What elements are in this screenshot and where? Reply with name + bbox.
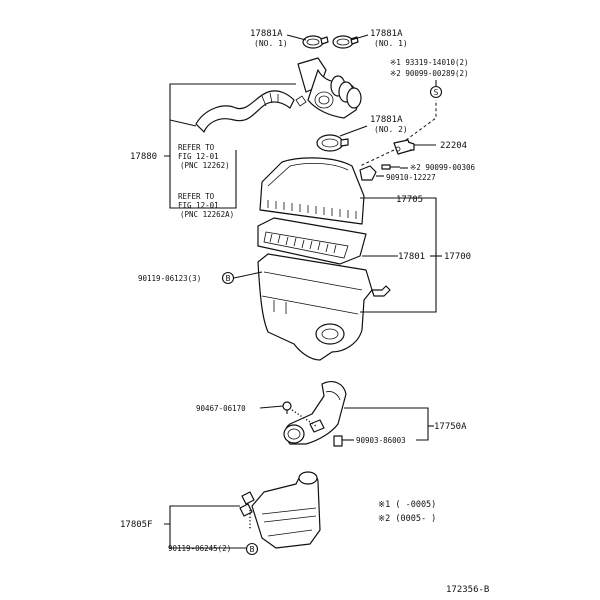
label-refer-2a: REFER TO (178, 192, 215, 201)
svg-text:S: S (434, 88, 439, 97)
bracket-17880-mid (169, 119, 197, 127)
grommet-part (333, 435, 343, 447)
label-refer-2b: FIG 12-01 (178, 201, 219, 210)
label-hose-assy: 17880 (130, 152, 157, 162)
label-grommet: 90903-86003 (356, 436, 406, 445)
label-clamp-b-no: (NO. 2) (374, 125, 408, 134)
svg-text:B: B (250, 545, 255, 554)
label-note-1: ※1 ( -0005) (378, 500, 436, 510)
clamp-no1-left (302, 35, 329, 49)
airflow-sensor (393, 139, 415, 155)
label-refer-1b: FIG 12-01 (178, 152, 219, 161)
air-cleaner-cap (259, 157, 365, 225)
label-clip: 90910-12227 (386, 173, 436, 182)
bracket-17700 (360, 197, 437, 313)
label-refer-1a: REFER TO (178, 143, 215, 152)
label-note-2: ※2 (0005- ) (378, 514, 436, 524)
leader-clamp-a2 (350, 34, 369, 41)
clamp-no1-right (332, 35, 359, 49)
clip-part (359, 164, 400, 181)
label-clamp-a1: 17881A (250, 29, 283, 39)
label-clamp-a2: 17881A (370, 29, 403, 39)
label-inlet-assy: 17750A (434, 422, 467, 432)
svg-text:B: B (226, 274, 231, 283)
label-clamp-b: 17881A (370, 115, 403, 125)
breather-hose-part (195, 90, 295, 133)
bracket-17880-bottom (169, 150, 237, 209)
label-refer-2c: (PNC 12262A) (180, 210, 234, 219)
leader-clamp-a1 (286, 34, 307, 41)
label-bolt-b: 90119-06123(3) (138, 274, 201, 283)
air-filter-element (257, 217, 367, 265)
label-refer-1c: (PNC 12262) (180, 161, 230, 170)
clip-90467 (282, 401, 292, 414)
bracket-17750a (344, 407, 429, 441)
leader-bolt-b (233, 271, 263, 279)
label-screw-2: ※2 90099-00289(2) (390, 69, 469, 78)
label-cap: 17705 (396, 195, 423, 205)
bracket-17805f-bottom (169, 524, 246, 549)
leader-clamp-b (339, 125, 368, 137)
intake-hose-part (295, 57, 362, 119)
label-clip-90467: 90467-06170 (196, 404, 246, 413)
label-cleaner-assy: 17700 (444, 252, 471, 262)
clamp-no2 (316, 134, 349, 152)
resonator-part (239, 471, 321, 549)
callout-s: S (429, 85, 443, 99)
callout-b2: B (245, 542, 259, 556)
label-resonator: 17805F (120, 520, 153, 530)
label-clamp-a2-no: (NO. 1) (374, 39, 408, 48)
label-bolt-b2: 90119-06245(2) (168, 544, 231, 553)
callout-b1: B (221, 271, 235, 285)
label-element: 17801 (398, 252, 425, 262)
air-cleaner-case (257, 253, 391, 361)
leader-clip-90467 (259, 405, 284, 409)
diagram-id: 172356-B (446, 585, 489, 595)
bracket-17805f-top (164, 505, 240, 525)
air-inlet-duct (283, 381, 347, 445)
label-sensor: 22204 (440, 141, 467, 151)
label-clamp-a1-no: (NO. 1) (254, 39, 288, 48)
label-clip-note: ※2 90099-00306 (410, 163, 475, 172)
label-screw-1: ※1 93319-14010(2) (390, 58, 469, 67)
